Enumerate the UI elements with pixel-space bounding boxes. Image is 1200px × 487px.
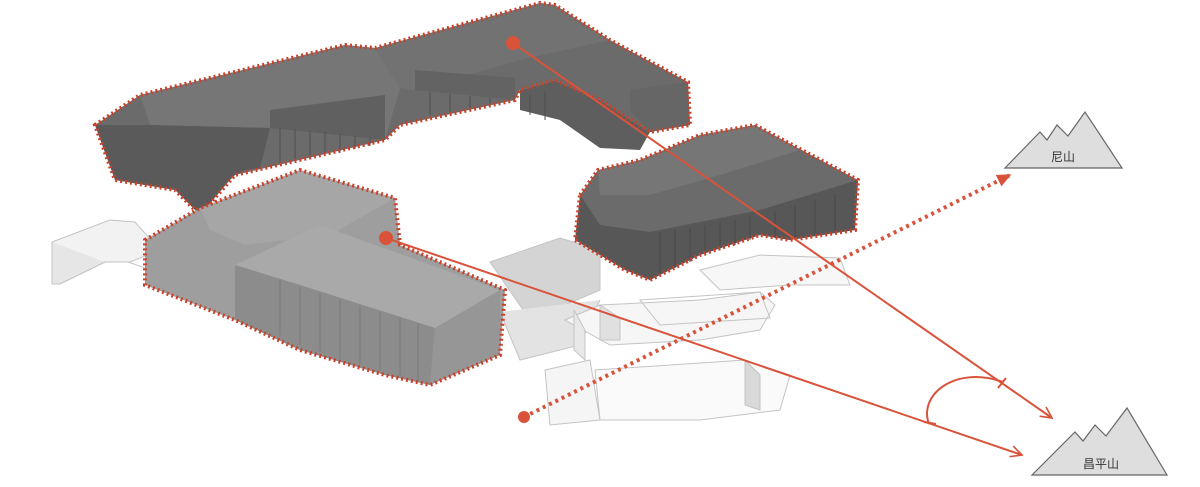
south-building (143, 167, 508, 388)
north-building-facade (95, 125, 270, 215)
axis-south-to-changping (385, 237, 1022, 455)
mountain-label-south: 昌平山 (1083, 457, 1119, 471)
angle-arc (926, 376, 1004, 425)
ground-outlines (51, 219, 851, 426)
north-building (92, 0, 693, 218)
mountain-changping: 昌平山 (1030, 406, 1169, 476)
mountain-nishan: 尼山 (1003, 110, 1124, 169)
view-axes (379, 36, 1052, 455)
axis-origin-south (379, 231, 393, 245)
mountain-label-north: 尼山 (1051, 150, 1075, 164)
east-building (572, 122, 861, 283)
east-building-facade (575, 180, 858, 280)
axis-origin-dotted (518, 411, 530, 423)
axis-north-to-nishan (512, 42, 1052, 418)
mountain-icon (1030, 406, 1169, 476)
south-building-highlight (143, 167, 508, 388)
mountain-icon (1003, 110, 1124, 169)
axis-origin-north (506, 36, 520, 50)
south-building-facade (235, 265, 435, 385)
